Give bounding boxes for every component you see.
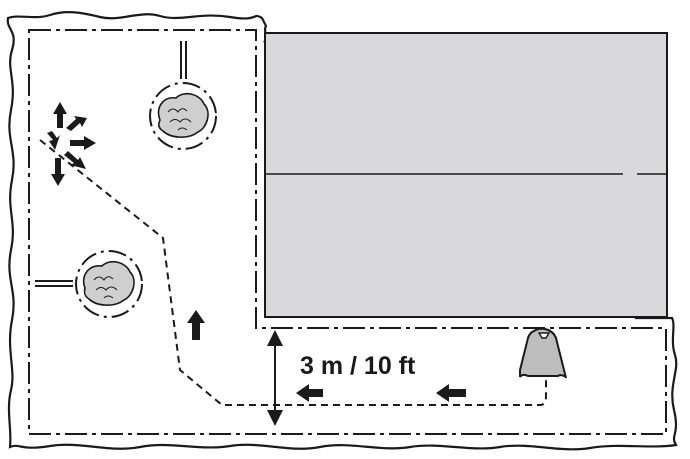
house-icon [264, 32, 668, 318]
boundary-wire [28, 29, 667, 435]
lawn-outer-edge [6, 11, 678, 451]
arrow-left-icon [296, 384, 323, 402]
bush-icon [149, 82, 217, 150]
distance-label: 3 m / 10 ft [300, 352, 416, 380]
arrow-left-icon [436, 384, 466, 402]
guide-wire [39, 139, 547, 406]
bush-icon [75, 250, 143, 318]
mower-icon [519, 327, 567, 379]
direction-burst-icon [47, 102, 96, 186]
double-headed-arrow-icon [267, 330, 283, 426]
arrow-up-icon [187, 310, 205, 340]
